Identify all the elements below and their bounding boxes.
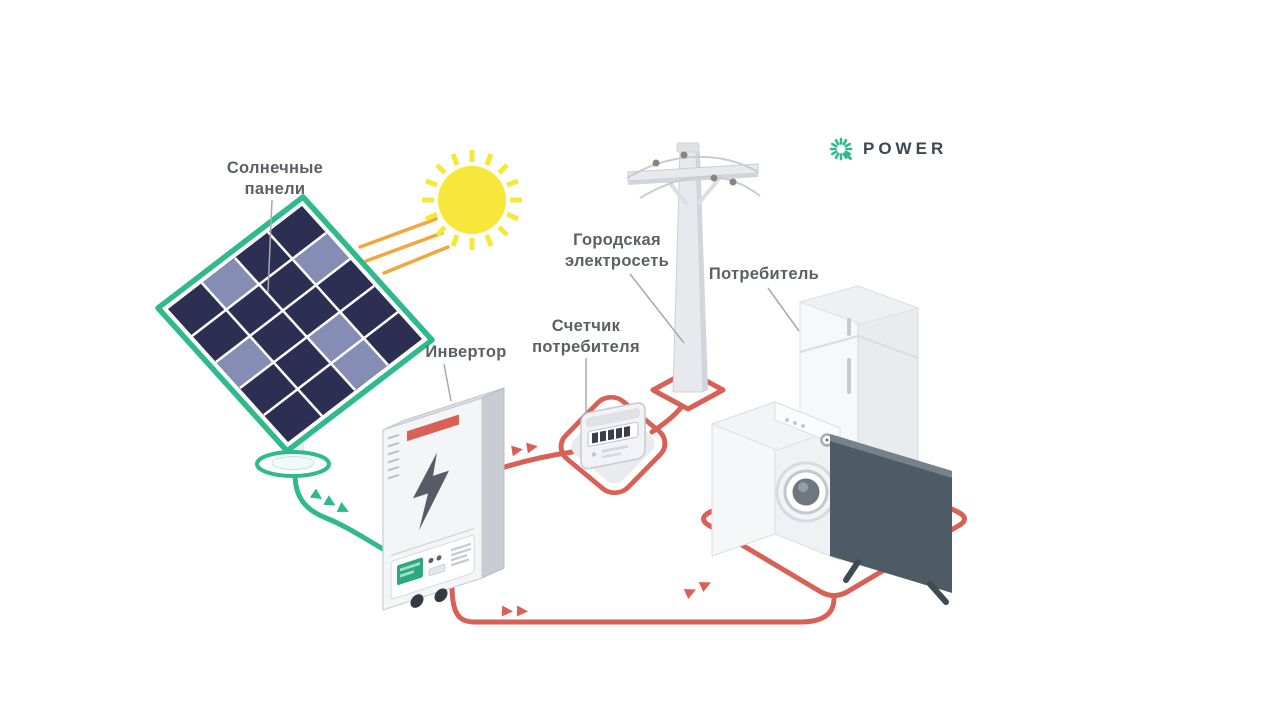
solar-panel bbox=[155, 194, 435, 454]
sun-icon bbox=[422, 150, 522, 250]
tv bbox=[830, 434, 952, 605]
label-solar-panels: Солнечные панели bbox=[226, 159, 324, 199]
label-consumer-meter: Счетчик потребителя bbox=[532, 317, 640, 357]
logo: POWER bbox=[826, 134, 947, 164]
label-consumer: Потребитель bbox=[708, 265, 820, 283]
inverter-brand-stripe bbox=[407, 414, 459, 442]
city-grid-pole bbox=[626, 142, 761, 412]
inverter-knob bbox=[434, 588, 448, 603]
inverter-knob bbox=[410, 594, 424, 608]
q-sunburst-icon bbox=[829, 137, 853, 161]
leader-line-inverter bbox=[443, 363, 452, 402]
lightning-bolt-icon bbox=[413, 452, 449, 531]
insulators bbox=[652, 151, 737, 186]
washer-door bbox=[775, 461, 837, 523]
red-flow-arrows bbox=[501, 442, 712, 617]
label-city-grid: Городская электросеть bbox=[564, 231, 670, 271]
washing-machine bbox=[710, 401, 842, 561]
green-wire-panel-to-inverter bbox=[292, 471, 391, 555]
leader-line-solar-panels bbox=[267, 199, 273, 293]
sun-rays-to-panel bbox=[358, 217, 450, 275]
power-lines bbox=[626, 155, 761, 199]
panel-stand bbox=[255, 437, 331, 478]
green-flow-arrows bbox=[309, 488, 349, 512]
leader-line-city-grid bbox=[629, 273, 685, 344]
consumer-meter bbox=[558, 394, 668, 496]
leader-line-consumer bbox=[767, 287, 800, 332]
red-wire-inverter-to-meter bbox=[492, 449, 575, 473]
inverter-device bbox=[382, 387, 505, 611]
label-inverter: Инвертор bbox=[425, 343, 507, 361]
logo-text: POWER bbox=[863, 139, 948, 158]
red-wire-inverter-to-consumer bbox=[449, 582, 837, 625]
